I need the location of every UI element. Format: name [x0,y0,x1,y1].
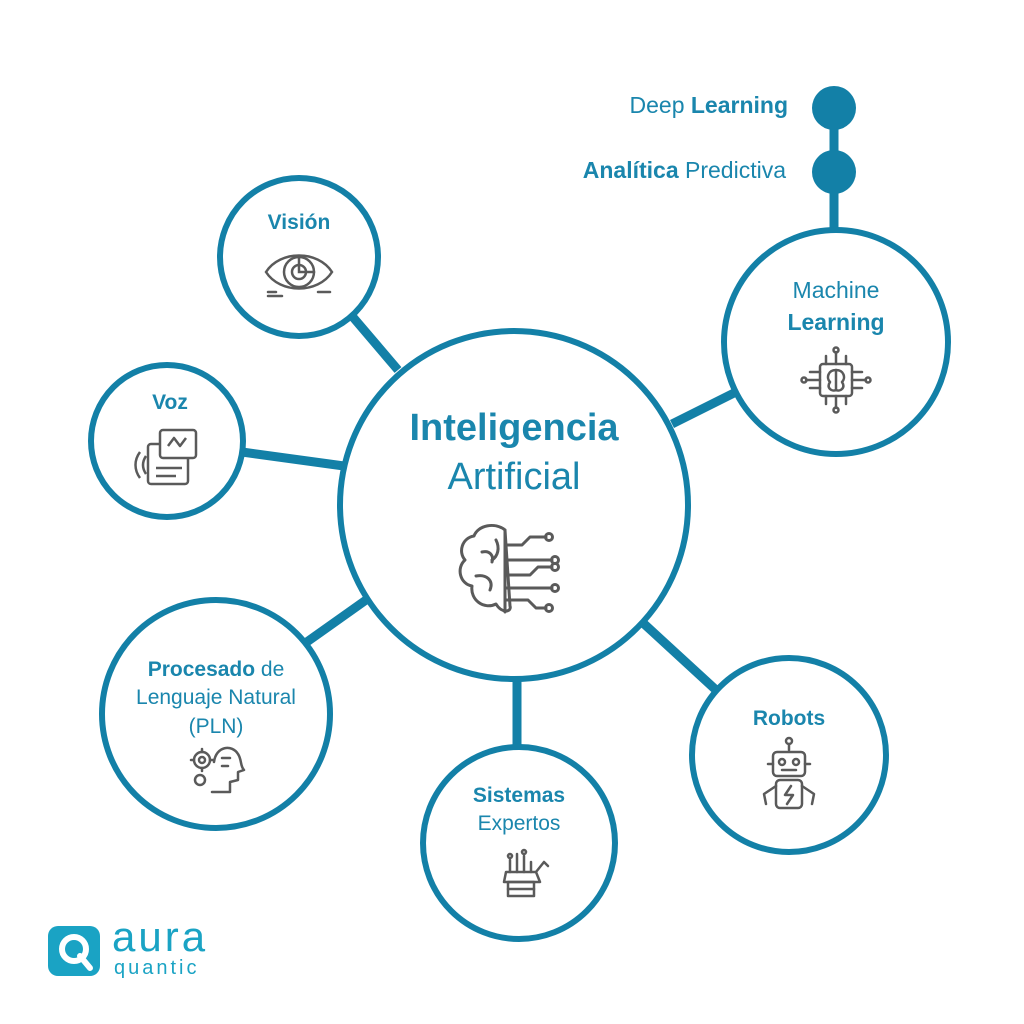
center-title-light: Artificial [447,455,581,498]
robots-circle [689,655,889,855]
analitica-bold: Analítica [582,157,679,183]
deep-learning-bold: Learning [690,92,788,118]
pln-title-line2: Lenguaje Natural [136,686,296,710]
sistemas-title-bold: Sistemas [472,784,566,807]
robots-label: Robots [719,706,859,732]
deep-learning-label: Deep Learning [630,92,789,119]
deep-learning-dot [812,86,856,130]
logo-word-quantic: quantic [114,957,200,979]
analitica-light: Predictiva [678,157,786,183]
connector-vision [348,313,402,373]
connector-ml [669,387,739,429]
vision-label: Visión [229,210,369,236]
robotic-hand-icon [502,848,550,898]
sistemas-circle [420,744,618,942]
center-circle [337,328,691,682]
aura-q-icon [48,926,100,976]
ml-label: Machine Learning [756,274,916,338]
center-title-bold: Inteligencia [409,407,619,449]
eye-icon [264,254,334,298]
robot-icon [762,736,816,810]
pln-title-bold: Procesado [147,658,256,681]
voice-chat-icon [134,428,198,486]
head-gears-icon [189,746,246,794]
robots-title: Robots [752,707,826,730]
pln-circle [99,597,333,831]
connector-pln [301,596,369,648]
deep-learning-light: Deep [629,92,691,118]
connector-voz [241,447,345,471]
connector-robots [638,618,720,694]
pln-label: Procesado de Lenguaje Natural (PLN) [106,656,326,741]
pln-title-de: de [255,658,285,681]
voz-title: Voz [152,391,188,414]
sistemas-title-light: Expertos [477,812,561,836]
center-label: Inteligencia Artificial [374,404,654,501]
analitica-dot [812,150,856,194]
vision-title: Visión [267,211,331,234]
ml-circle [721,227,951,457]
pln-title-line3: (PLN) [188,714,244,738]
ml-title-light: Machine [792,277,880,303]
analitica-label: Analítica Predictiva [583,157,786,184]
chip-brain-icon [800,346,872,414]
voz-label: Voz [110,390,230,416]
logo-word-aura: aura [112,913,209,960]
ml-title-bold: Learning [787,309,885,336]
brain-circuit-icon [458,523,560,614]
sistemas-label: Sistemas Expertos [439,782,599,839]
